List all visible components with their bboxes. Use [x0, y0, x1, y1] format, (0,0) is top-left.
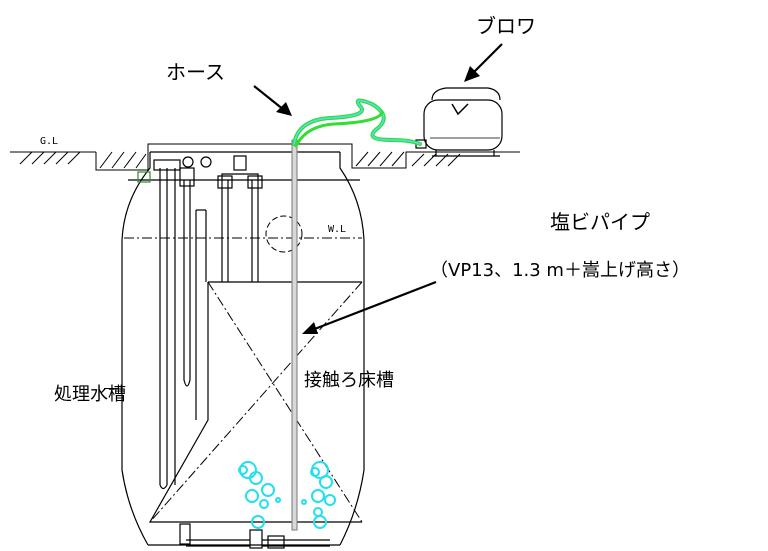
air-lift-pipes [217, 155, 263, 282]
tank-body [121, 151, 365, 546]
ground-level-label: G.L [40, 136, 59, 147]
contact-bed-tank-label: 接触ろ床槽 [304, 370, 394, 391]
blower-label: ブロワ [476, 14, 536, 38]
hose-label: ホース [166, 60, 225, 84]
ground [10, 143, 520, 171]
hose [292, 98, 422, 148]
treated-water-tank-label: 処理水槽 [54, 384, 126, 405]
treated-water-tank-leader [104, 388, 118, 389]
pvc-pipe [291, 139, 298, 531]
pvc-pipe-spec-label: （VP13、1.3 m＋嵩上げ高さ） [430, 260, 690, 281]
inspection-port [265, 215, 303, 253]
contact-bed-tank [148, 209, 363, 523]
blower-unit [415, 87, 503, 157]
treated-water-pipes [137, 156, 212, 490]
bottom-pipes [179, 523, 330, 549]
water-level-label: W.L [328, 224, 347, 235]
pvc-pipe-label: 塩ビパイプ [550, 210, 650, 234]
label-arrows [253, 43, 503, 334]
air-bubbles [238, 461, 336, 529]
